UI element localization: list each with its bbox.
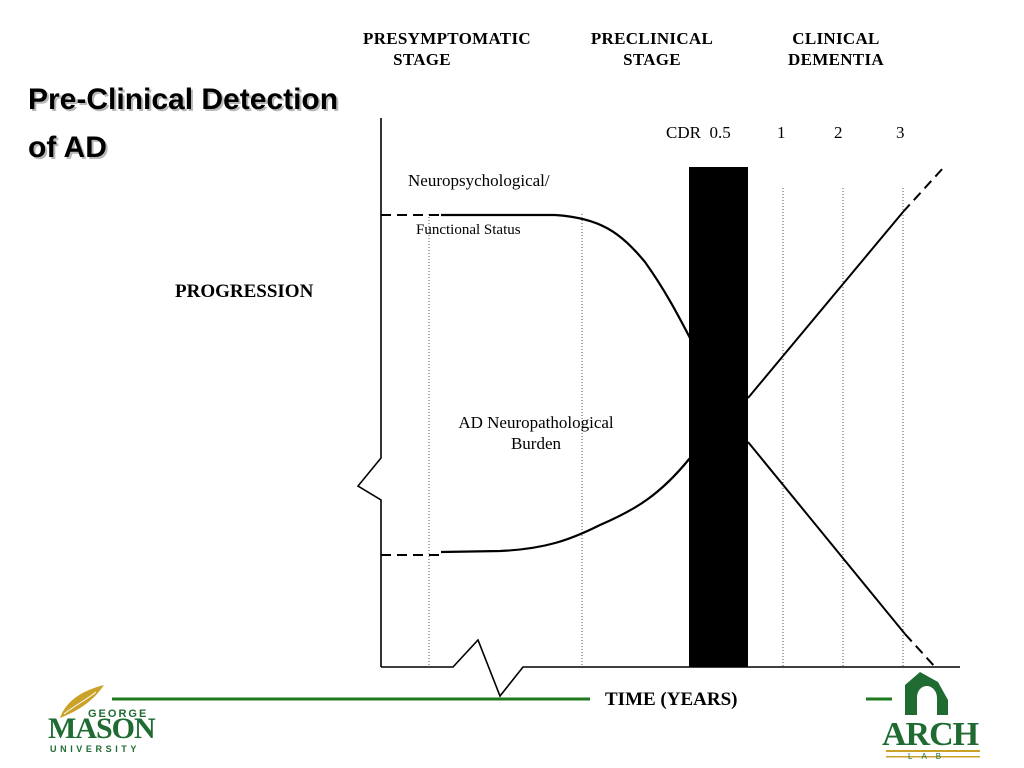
arch-lab-logo: ARCH LAB	[880, 668, 990, 764]
cdr-value-3: 3	[896, 123, 905, 142]
gmu-logo-bottom: UNIVERSITY	[50, 744, 141, 754]
slide-title: Pre-Clinical Detection of AD	[28, 76, 338, 172]
stage-clinical: CLINICAL DEMENTIA	[766, 28, 906, 70]
neuro-label-line1: Neuropsychological/	[408, 171, 550, 190]
gmu-logo-top: GEORGE	[88, 708, 149, 720]
x-axis-label: TIME (YEARS)	[605, 689, 738, 710]
arch-logo-main: ARCH	[882, 716, 979, 753]
y-axis-label: PROGRESSION	[175, 281, 314, 302]
cdr-value-0-5: 0.5	[709, 123, 731, 142]
gmu-logo-main: MASON	[48, 712, 156, 745]
neuro-curve	[441, 213, 691, 339]
cdr-value-2: 2	[834, 123, 843, 142]
gmu-leaf-icon	[60, 685, 104, 718]
path-label: AD Neuropathological Burden	[430, 412, 642, 454]
stage-preclinical-line1: PRECLINICAL	[590, 29, 714, 48]
x-axis	[381, 638, 960, 698]
path-curve	[440, 457, 691, 554]
stage-clinical-line1: CLINICAL	[792, 29, 880, 48]
neuro-decline-line	[747, 211, 904, 399]
arch-building-icon	[886, 672, 980, 758]
title-line-1: Pre-Clinical Detection	[28, 83, 339, 116]
neuro-decline-dashed-end	[902, 166, 945, 213]
stage-preclinical: PRECLINICAL STAGE	[572, 28, 732, 70]
cdr-label-text: CDR	[666, 123, 701, 142]
path-decline-line	[747, 441, 906, 635]
cdr-transition-band	[689, 167, 748, 667]
cdr-value-1: 1	[777, 123, 786, 142]
path-label-line1: AD Neuropathological	[458, 413, 614, 432]
neuro-label-line2: Functional Status	[416, 222, 521, 238]
stage-presymptomatic: PRESYMPTOMATIC STAGE	[340, 28, 554, 70]
gmu-logo: GEORGE MASON UNIVERSITY	[46, 680, 162, 760]
stage-clinical-line2: DEMENTIA	[788, 50, 884, 69]
stage-presymptomatic-line1: PRESYMPTOMATIC	[363, 29, 531, 48]
cdr-label: CDR 0.5	[666, 123, 731, 143]
stage-preclinical-line2: STAGE	[623, 50, 681, 69]
arch-logo-sub: LAB	[908, 752, 951, 761]
path-label-line2: Burden	[510, 434, 562, 453]
y-axis	[356, 118, 382, 667]
stage-presymptomatic-line2: STAGE	[393, 50, 451, 69]
path-decline-dashed-end	[904, 633, 937, 669]
title-line-2: of AD	[28, 131, 107, 164]
